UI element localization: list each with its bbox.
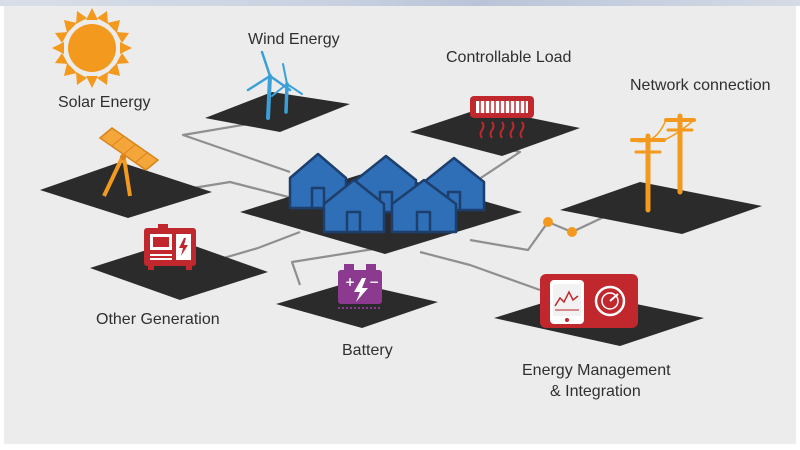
connector-node-1: [543, 217, 553, 227]
top-banner-strip: [0, 0, 800, 6]
solar-energy-label: Solar Energy: [58, 94, 151, 111]
controllable-load-label: Controllable Load: [446, 49, 572, 66]
energy-management-label-line1: Energy Management: [522, 362, 671, 379]
battery-label: Battery: [342, 342, 393, 359]
power-pole-icon: [630, 113, 696, 213]
connector-battery: [290, 246, 381, 286]
svg-text:−: −: [369, 275, 379, 289]
platform-solar: [40, 162, 212, 218]
platform-network: [560, 182, 762, 234]
platform-load: [410, 108, 580, 156]
connector-node-2: [567, 227, 577, 237]
other-generation-label: Other Generation: [96, 311, 220, 328]
wind-turbine-icon: [246, 50, 303, 120]
generator-icon: [144, 224, 196, 270]
solar-panel-icon: [98, 127, 160, 197]
connector-wind: [181, 118, 291, 174]
platform-other-gen: [90, 240, 268, 300]
network-connection-label: Network connection: [630, 77, 771, 94]
house-front-left: [322, 178, 386, 234]
heater-icon: [470, 96, 534, 139]
battery-icon: + −: [338, 264, 382, 309]
sun-icon: [52, 8, 132, 88]
energy-management-label-line2: & Integration: [550, 383, 641, 400]
connector-ems: [419, 250, 541, 292]
platform-battery: [276, 282, 438, 328]
svg-text:+: +: [345, 275, 355, 289]
energy-monitor-icon: [540, 274, 638, 328]
house-cluster-icon: [288, 152, 486, 234]
house-front-right: [390, 178, 458, 234]
wind-energy-label: Wind Energy: [248, 31, 340, 48]
platform-wind: [205, 92, 350, 132]
